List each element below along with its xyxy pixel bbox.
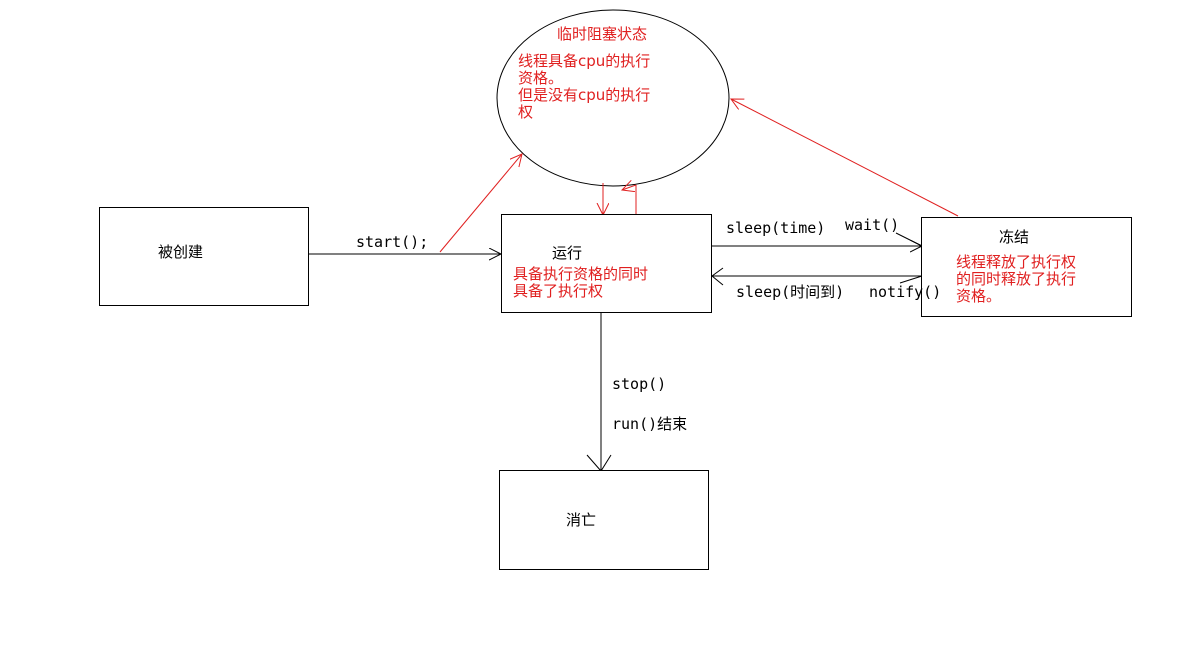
blocked-state-note: 线程具备cpu的执行 资格。 但是没有cpu的执行 权	[518, 52, 651, 121]
notify-label: notify()	[869, 283, 942, 301]
edge-start-to-blocked	[439, 154, 522, 253]
frozen-state-note: 线程释放了执行权 的同时释放了执行 资格。	[956, 253, 1077, 305]
frozen-state-box	[921, 217, 1132, 317]
blocked-state-title: 临时阻塞状态	[557, 25, 648, 43]
run-end-label: run()结束	[612, 415, 688, 433]
frozen-state-title: 冻结	[999, 228, 1030, 246]
running-state-title: 运行	[552, 244, 583, 262]
edge-notify-pointer	[899, 275, 923, 284]
sleep-done-label: sleep(时间到)	[736, 283, 845, 301]
edge-stop-arrowhead	[586, 454, 612, 472]
edge-wait-pointer	[895, 232, 923, 247]
wait-label: wait()	[845, 216, 900, 234]
dead-state-title: 消亡	[566, 511, 597, 529]
start-label: start();	[356, 233, 429, 251]
running-state-note: 具备执行资格的同时 具备了执行权	[513, 265, 649, 300]
edge-running-to-blocked-arrow	[622, 185, 637, 190]
running-state-box	[501, 214, 712, 313]
edge-frozen-to-blocked	[731, 99, 959, 217]
blocked-state-ellipse	[496, 9, 730, 187]
created-state-title: 被创建	[158, 243, 204, 261]
sleep-time-label: sleep(time)	[726, 219, 826, 237]
dead-state-box	[499, 470, 709, 570]
created-state-box	[99, 207, 309, 306]
stop-label: stop()	[612, 375, 667, 393]
edge-sleep-done-arrowhead	[711, 267, 724, 286]
